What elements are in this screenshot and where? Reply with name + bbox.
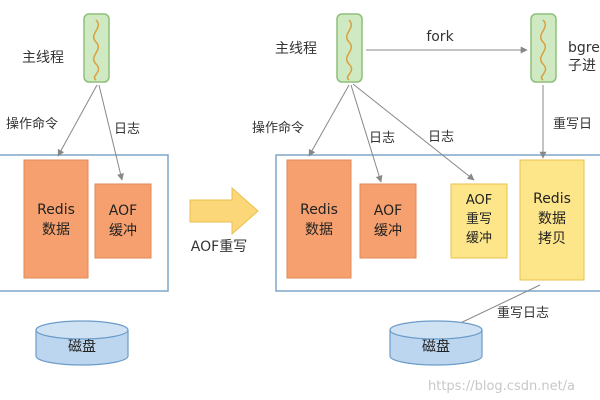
left-aof-buffer-box [94, 183, 152, 259]
left-aof-buffer-line1: AOF [109, 203, 137, 219]
left-disk-label: 磁盘 [68, 338, 96, 355]
right-memory-frame [275, 154, 600, 292]
right-command-arrow [308, 84, 350, 157]
right-log-arrow-2 [352, 83, 475, 181]
left-redis-data-box [23, 159, 89, 279]
right-rewrite-log-top-label: 重写日 [553, 116, 592, 132]
left-log-label: 日志 [114, 122, 140, 137]
child-process-icon [530, 13, 557, 83]
child-process-label-line1: bgre [568, 40, 600, 56]
left-command-arrow [57, 84, 98, 157]
left-redis-data-line1: Redis [37, 202, 75, 218]
right-redis-data-line1: Redis [300, 202, 338, 218]
right-aof-buffer-box [359, 183, 417, 259]
right-log-label-2: 日志 [428, 130, 454, 145]
redis-data-copy-line2: 数据 [538, 211, 566, 227]
fork-label: fork [426, 29, 454, 45]
right-log-arrow-1 [350, 84, 383, 183]
left-main-thread-label: 主线程 [22, 50, 64, 66]
right-rewrite-log-bottom-label: 重写日志 [497, 305, 549, 321]
right-disk-icon [389, 320, 483, 366]
right-main-thread-icon [336, 13, 363, 83]
right-redis-data-box [286, 159, 352, 279]
right-log-label-1: 日志 [369, 131, 395, 146]
left-memory-frame [0, 154, 169, 292]
transition-label: AOF重写 [191, 239, 247, 255]
left-op-command-label: 操作命令 [6, 116, 58, 132]
transition-arrow [189, 186, 259, 236]
aof-rewrite-buffer-line2: 重写 [466, 211, 492, 227]
left-log-arrow [98, 84, 124, 181]
right-disk-label: 磁盘 [422, 338, 450, 355]
right-aof-buffer-line1: AOF [374, 203, 402, 219]
left-disk-icon [35, 320, 129, 366]
aof-rewrite-buffer-line1: AOF [466, 193, 492, 208]
left-aof-buffer-line2: 缓冲 [109, 223, 137, 239]
redis-data-copy-line1: Redis [533, 191, 571, 207]
right-main-thread-label: 主线程 [275, 41, 317, 57]
rewrite-to-disk-arrow [451, 284, 541, 328]
redis-data-copy-line3: 拷贝 [538, 231, 566, 247]
watermark: https://blog.csdn.net/a [428, 379, 575, 394]
right-redis-data-line2: 数据 [305, 222, 333, 238]
right-aof-buffer-line2: 缓冲 [374, 223, 402, 239]
left-redis-data-line2: 数据 [42, 222, 70, 238]
left-main-thread-icon [83, 13, 110, 83]
aof-rewrite-buffer-line3: 缓冲 [466, 231, 492, 246]
redis-data-copy-box [519, 159, 585, 281]
aof-rewrite-buffer-box [450, 183, 508, 259]
child-process-label-line2: 子进 [568, 58, 596, 74]
right-op-command-label: 操作命令 [252, 120, 304, 136]
